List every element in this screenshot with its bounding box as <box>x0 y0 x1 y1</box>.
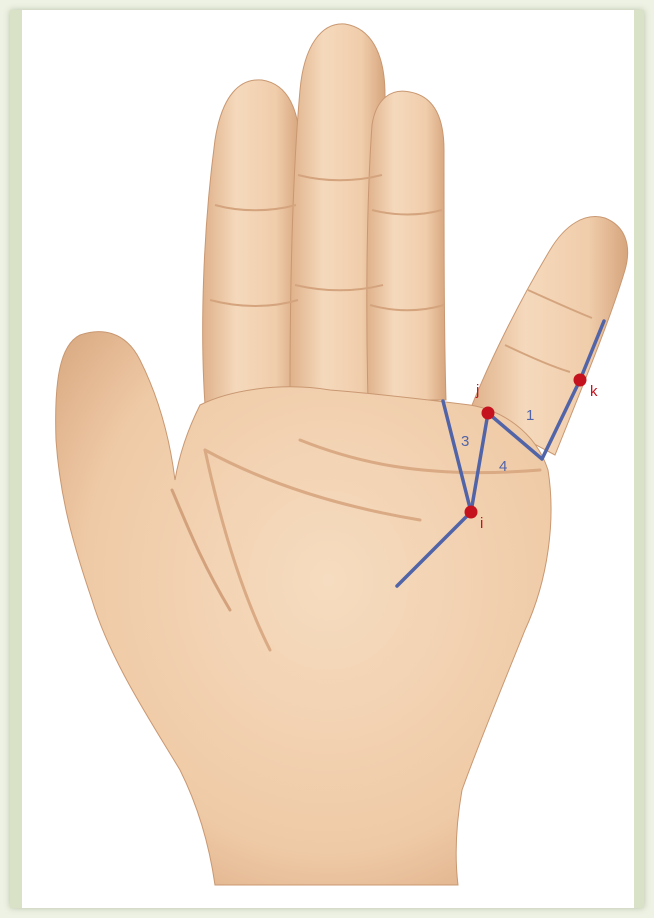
point-label-k: k <box>590 383 598 400</box>
point-k-marker <box>574 374 587 387</box>
point-i-marker <box>465 506 478 519</box>
segment-label-1: 1 <box>526 407 534 424</box>
hand <box>56 24 628 885</box>
ring-finger <box>367 91 446 400</box>
point-j-marker <box>482 407 495 420</box>
point-label-j: j <box>475 382 479 399</box>
segment-label-3: 3 <box>461 433 469 450</box>
index-finger <box>203 80 300 405</box>
segment-label-4: 4 <box>499 458 507 475</box>
palm <box>56 332 551 885</box>
point-label-i: i <box>480 515 483 532</box>
